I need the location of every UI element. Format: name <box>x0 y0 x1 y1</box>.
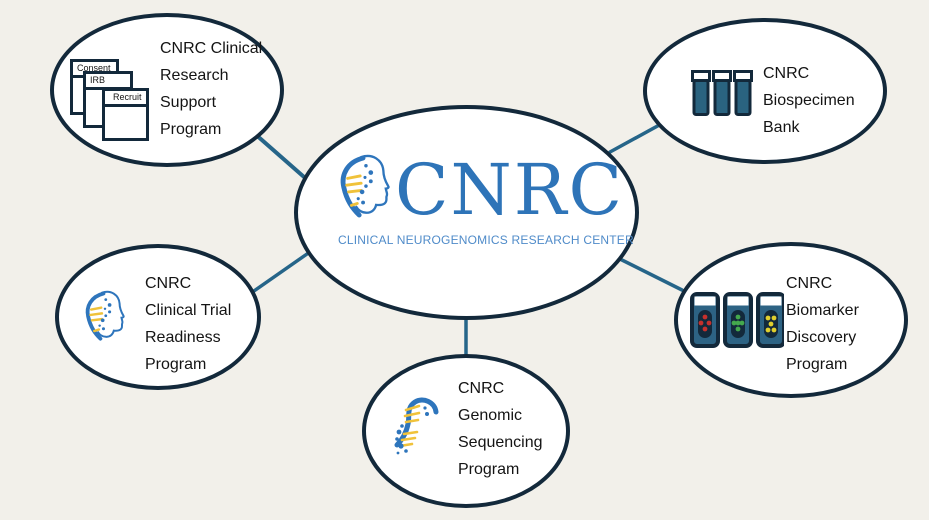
connector-trial-readiness <box>252 252 309 293</box>
specimen-tubes-icon <box>691 70 753 116</box>
logo-tagline: CLINICAL NEUROGENOMICS RESEARCH CENTER <box>338 233 634 247</box>
document-label: Recruit <box>105 91 146 107</box>
connector-biospecimen-bank <box>608 121 665 154</box>
node-label: CNRC Genomic Sequencing Program <box>458 380 543 478</box>
node-clinical-research-support: Consent IRB Recruit CNRC Clinical Resear… <box>50 13 284 167</box>
dna-strand-icon <box>394 397 439 455</box>
node-label: CNRC Clinical Trial Readiness Program <box>145 275 232 373</box>
node-biospecimen-bank: CNRC Biospecimen Bank <box>643 18 887 164</box>
node-center-cnrc: CNRC CLINICAL NEUROGENOMICS RESEARCH CEN… <box>294 105 639 320</box>
node-clinical-trial-readiness: CNRC Clinical Trial Readiness Program <box>55 244 261 390</box>
biomarker-tubes-icon <box>690 292 784 348</box>
node-label: CNRC Biospecimen Bank <box>763 65 855 136</box>
node-genomic-sequencing: CNRC Genomic Sequencing Program <box>362 354 570 508</box>
document-recruit: Recruit <box>102 88 149 141</box>
connector-biomarker-discovery <box>608 252 684 292</box>
node-biomarker-discovery: CNRC Biomarker Discovery Program <box>674 242 908 398</box>
logo-text: CNRC <box>395 149 625 231</box>
node-label: CNRC Clinical Research Support Program <box>160 40 263 138</box>
head-dna-icon <box>85 290 125 341</box>
stacked-documents-icon: Consent IRB Recruit <box>70 59 170 155</box>
node-label: CNRC Biomarker Discovery Program <box>786 275 859 373</box>
head-dna-icon <box>340 154 390 218</box>
